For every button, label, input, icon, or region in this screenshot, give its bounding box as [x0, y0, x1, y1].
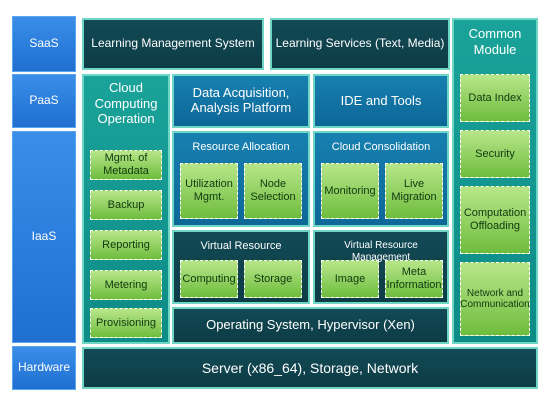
common-module-title: Common Module [468, 26, 522, 58]
metering-box: Metering [90, 270, 162, 300]
reporting-box: Reporting [90, 230, 162, 260]
cloud-consolidation: Cloud Consolidation Monitoring Live Migr… [313, 131, 449, 227]
virtual-resource: Virtual Resource Computing Storage [172, 230, 310, 304]
backup-box: Backup [90, 190, 162, 220]
cloud-computing-operation-title: Cloud Computing Operation [94, 80, 158, 127]
utilization-mgmt-box: Utilization Mgmt. [180, 163, 238, 219]
network-communication-box: Network and Communication [460, 262, 530, 336]
cloud-computing-operation: Cloud Computing Operation Mgmt. of Metad… [82, 74, 170, 344]
virtual-resource-title: Virtual Resource [200, 240, 282, 252]
resource-allocation: Resource Allocation Utilization Mgmt. No… [172, 131, 310, 227]
meta-information-box: Meta Information [385, 260, 443, 298]
storage-box: Storage [244, 260, 302, 298]
virtual-resource-management-title: Virtual Resource Management [344, 240, 418, 263]
metadata-mgmt-box: Mgmt. of Metadata [90, 150, 162, 180]
security-box: Security [460, 130, 530, 178]
cloud-consolidation-title: Cloud Consolidation [331, 141, 431, 153]
virtual-resource-management: Virtual Resource Management Image Meta I… [313, 230, 449, 304]
layer-hardware-label: Hardware [12, 346, 76, 390]
monitoring-box: Monitoring [321, 163, 379, 219]
data-index-box: Data Index [460, 74, 530, 122]
layer-saas-label: SaaS [12, 16, 76, 72]
learning-services: Learning Services (Text, Media) [270, 18, 450, 70]
hardware-server-storage-network: Server (x86_64), Storage, Network [82, 347, 538, 389]
computing-box: Computing [180, 260, 238, 298]
os-hypervisor: Operating System, Hypervisor (Xen) [172, 307, 449, 344]
layer-iaas-label: IaaS [12, 131, 76, 343]
data-acquisition-platform: Data Acquisition, Analysis Platform [172, 74, 310, 128]
layer-paas-label: PaaS [12, 74, 76, 128]
ide-and-tools: IDE and Tools [313, 74, 449, 128]
image-box: Image [321, 260, 379, 298]
common-module: Common Module Data Index Security Comput… [452, 18, 538, 344]
resource-allocation-title: Resource Allocation [192, 141, 290, 153]
provisioning-box: Provisioning [90, 308, 162, 338]
node-selection-box: Node Selection [244, 163, 302, 219]
live-migration-box: Live Migration [385, 163, 443, 219]
learning-management-system: Learning Management System [82, 18, 264, 70]
computation-offloading-box: Computation Offloading [460, 186, 530, 254]
